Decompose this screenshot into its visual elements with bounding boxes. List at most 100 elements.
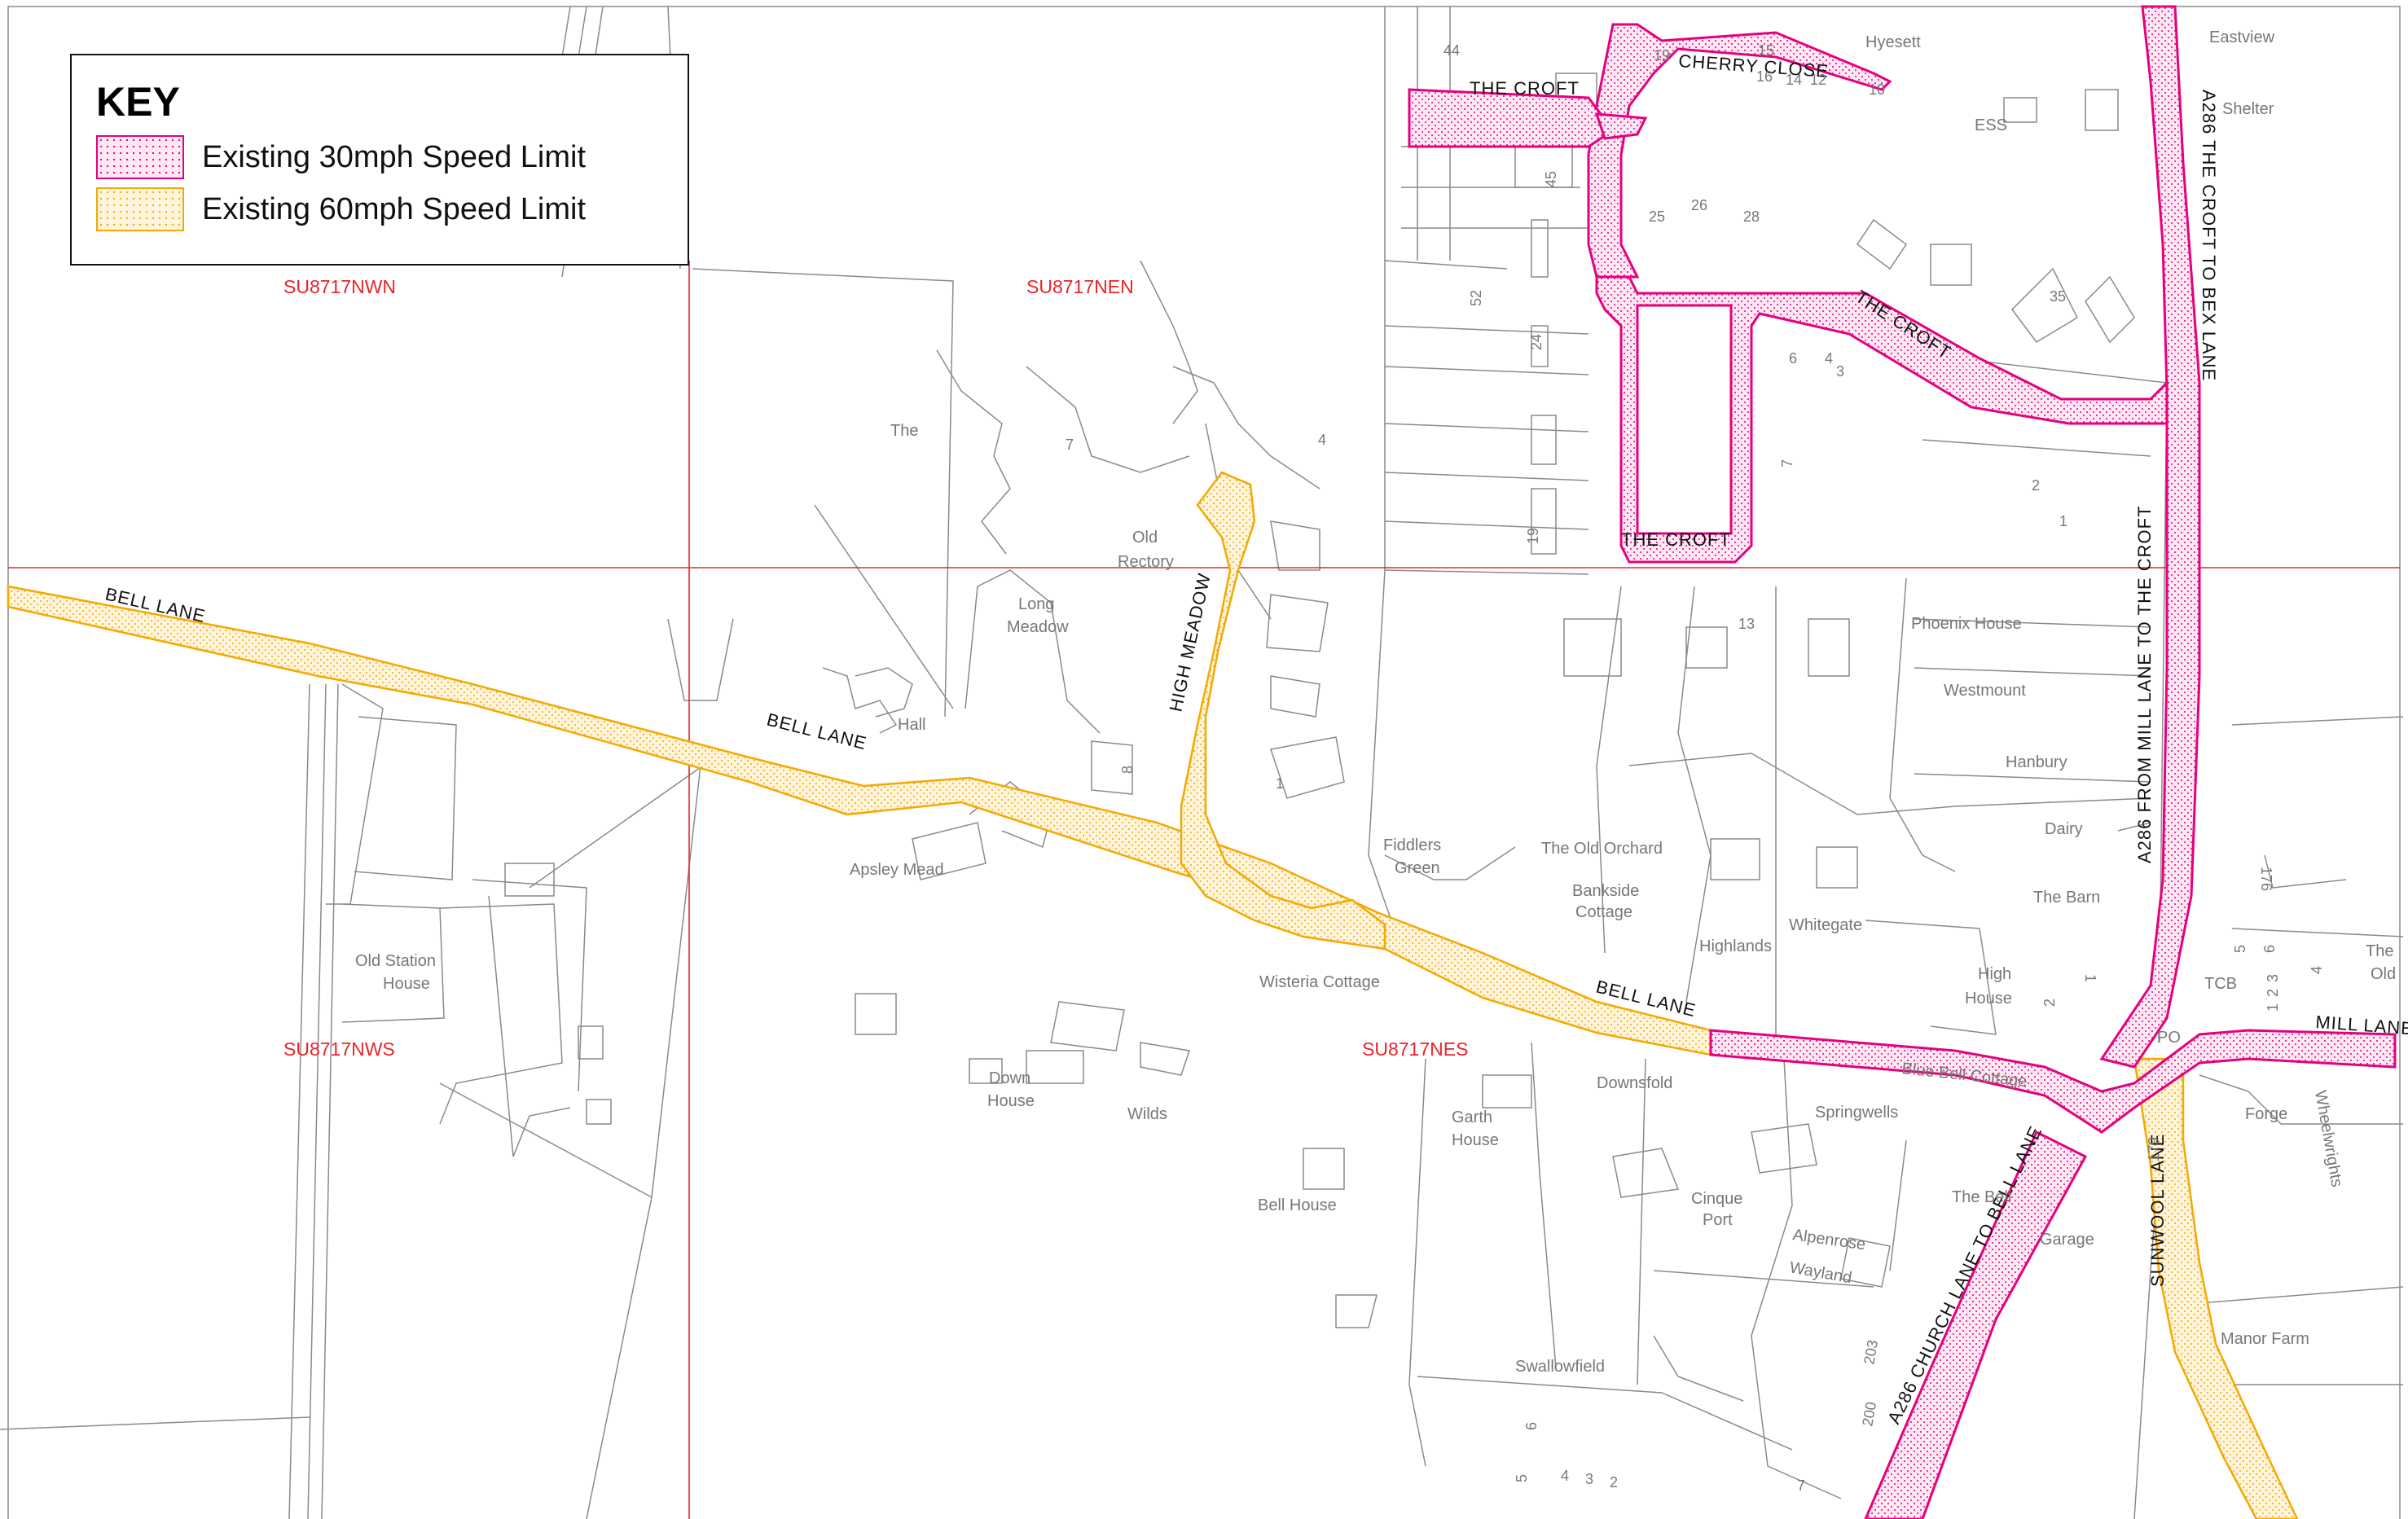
house-number: 1 bbox=[1276, 775, 1284, 792]
place-highlands: Highlands bbox=[1699, 937, 1772, 955]
house-number: 35 bbox=[2050, 288, 2066, 305]
house-number: 4 bbox=[2309, 966, 2325, 974]
house-number: 6 bbox=[2261, 945, 2278, 953]
road-label-a286-croft-bex: A286 THE CROFT TO BEX LANE bbox=[2199, 90, 2219, 381]
house-number: 52 bbox=[1468, 290, 1484, 306]
place-bankside-1: Bankside bbox=[1572, 882, 1639, 900]
house-number: 3 bbox=[2265, 974, 2281, 982]
place-po: PO bbox=[2157, 1029, 2181, 1047]
place-apsley-mead: Apsley Mead bbox=[850, 861, 944, 879]
place-old-station-1: Old Station bbox=[355, 952, 436, 970]
house-number: 5 bbox=[1514, 1474, 1530, 1482]
bell-lane-east-30 bbox=[1709, 1029, 2397, 1134]
house-number: 6 bbox=[1789, 350, 1797, 367]
place-tcb: TCB bbox=[2204, 975, 2237, 993]
key-label-30mph: Existing 30mph Speed Limit bbox=[202, 139, 587, 174]
key-title: KEY bbox=[96, 79, 180, 125]
house-number: 19 bbox=[1654, 47, 1670, 64]
place-wilds: Wilds bbox=[1127, 1105, 1167, 1123]
place-the-barn: The Barn bbox=[2033, 889, 2100, 907]
place-westmount: Westmount bbox=[1944, 682, 2026, 700]
the-croft-spur-30 bbox=[1408, 88, 1615, 148]
grid-label-nes: SU8717NES bbox=[1362, 1038, 1468, 1060]
place-alpenrose: Alpenrose bbox=[1791, 1226, 1866, 1253]
a286-north-30 bbox=[2099, 5, 2201, 1069]
house-number: 203 bbox=[1861, 1339, 1881, 1366]
house-number: 15 bbox=[1758, 42, 1774, 59]
speed-limit-30 bbox=[1408, 5, 2397, 1519]
place-whitegate: Whitegate bbox=[1789, 916, 1862, 934]
bell-lane-west-60 bbox=[7, 585, 1712, 1056]
house-number: 16 bbox=[1756, 68, 1773, 85]
grid-label-nws: SU8717NWS bbox=[283, 1038, 395, 1060]
place-garth-2: House bbox=[1452, 1131, 1499, 1149]
house-number: 1 bbox=[2265, 1003, 2281, 1012]
house-number: 25 bbox=[1649, 209, 1665, 225]
house-number: 2 bbox=[2265, 989, 2281, 997]
place-wisteria-cottage: Wisteria Cottage bbox=[1259, 973, 1380, 991]
place-phoenix-house: Phoenix House bbox=[1911, 615, 2022, 633]
house-number: 7 bbox=[1779, 459, 1795, 468]
croft-north-30 bbox=[1587, 23, 1892, 279]
croft-bend-30 bbox=[1594, 112, 1648, 140]
house-number: 4 bbox=[1825, 350, 1833, 367]
house-number: 3 bbox=[1836, 363, 1844, 380]
house-number: 13 bbox=[1738, 616, 1755, 632]
place-long-meadow-2: Meadow bbox=[1007, 618, 1069, 636]
house-number: 26 bbox=[1691, 197, 1707, 213]
house-number: 7 bbox=[1797, 1477, 1805, 1494]
place-hanbury: Hanbury bbox=[2006, 753, 2067, 771]
key-item-60mph: Existing 60mph Speed Limit bbox=[96, 187, 586, 231]
house-number: 2 bbox=[1610, 1474, 1618, 1490]
house-number: 10 bbox=[1869, 81, 1885, 98]
house-number: 179 bbox=[2146, 1137, 2162, 1161]
croft-loop-30 bbox=[1595, 275, 2169, 564]
house-number: 5 bbox=[2232, 945, 2248, 953]
house-number: 3 bbox=[1585, 1471, 1593, 1487]
place-springwells: Springwells bbox=[1815, 1104, 1898, 1122]
sunwool-lane-60 bbox=[2133, 1057, 2299, 1519]
house-number: 1 bbox=[2059, 513, 2067, 529]
house-number: 6 bbox=[1523, 1422, 1540, 1430]
grid-label-nwn: SU8717NWN bbox=[283, 276, 396, 297]
house-number: 4 bbox=[1561, 1468, 1569, 1484]
road-label-bell-lane-2: BELL LANE bbox=[765, 709, 869, 754]
place-the-bell: The Bell bbox=[1952, 1188, 2011, 1206]
place-old-rectory-1: Old bbox=[1132, 529, 1158, 547]
house-number: 19 bbox=[1525, 528, 1541, 544]
place-manor-farm: Manor Farm bbox=[2221, 1330, 2309, 1348]
key-swatch-60mph bbox=[96, 187, 184, 231]
house-number: 2 bbox=[2032, 477, 2040, 494]
place-garage: Garage bbox=[2040, 1231, 2094, 1249]
house-number: 7 bbox=[1066, 437, 1074, 453]
grid-lines bbox=[8, 261, 2400, 1519]
road-label-a286-mill-croft: A286 FROM MILL LANE TO THE CROFT bbox=[2134, 505, 2155, 863]
house-number: 24 bbox=[1528, 334, 1545, 350]
key-label-60mph: Existing 60mph Speed Limit bbox=[202, 191, 587, 226]
map-key: KEY Existing 30mph Speed Limit Existing … bbox=[70, 54, 689, 266]
place-the-old-2: Old bbox=[2371, 965, 2396, 983]
property-boundaries bbox=[0, 6, 2404, 1519]
house-number: 44 bbox=[1443, 42, 1460, 59]
road-label-the-croft-1: THE CROFT bbox=[1470, 78, 1580, 99]
road-label-the-croft-3: THE CROFT bbox=[1621, 529, 1731, 550]
house-number: 200 bbox=[1859, 1401, 1879, 1428]
place-wheelwrights: Wheelwrights bbox=[2311, 1089, 2346, 1188]
grid-sheet-labels: SU8717NWN SU8717NEN SU8717NWS SU8717NES bbox=[283, 276, 1468, 1060]
place-forge: Forge bbox=[2245, 1105, 2287, 1123]
place-eastview: Eastview bbox=[2209, 29, 2275, 46]
place-dairy: Dairy bbox=[2045, 820, 2083, 838]
place-the: The bbox=[890, 422, 918, 440]
house-number: 45 bbox=[1543, 171, 1559, 187]
place-fiddlers-1: Fiddlers bbox=[1383, 836, 1441, 854]
place-down-house-1: Down bbox=[989, 1069, 1030, 1087]
place-ess: ESS bbox=[1975, 116, 2007, 134]
place-old-rectory-2: Rectory bbox=[1118, 553, 1174, 571]
house-numbers: 44 45 52 24 19 19 25 26 28 16 14 12 15 1… bbox=[1066, 42, 2325, 1494]
place-high-house-1: High bbox=[1978, 965, 2011, 983]
house-number: 2 bbox=[2041, 999, 2058, 1007]
place-cinque-1: Cinque bbox=[1691, 1190, 1742, 1208]
house-number: 8 bbox=[1119, 766, 1136, 774]
